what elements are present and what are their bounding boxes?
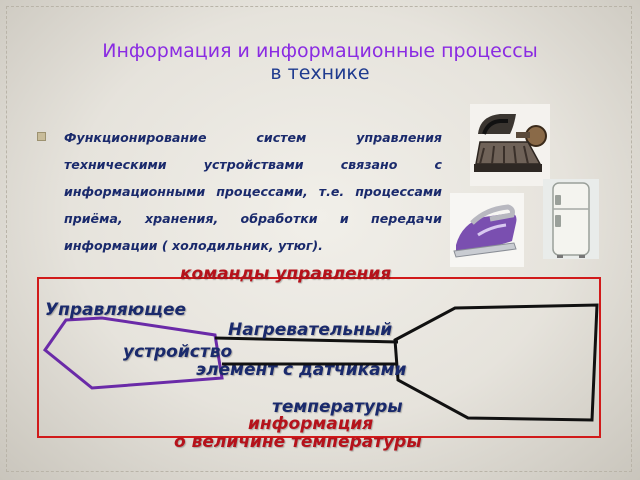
controller-label-line-1: Управляющее	[45, 300, 186, 320]
slide-title: Информация и информационные процессы в т…	[80, 40, 560, 84]
old-iron-icon	[470, 104, 550, 186]
heater-label-line-2: элемент с датчиками	[196, 360, 407, 380]
info-label-line-2: о величине температуры	[174, 432, 422, 452]
diagram-frame	[37, 277, 601, 438]
controller-label-line-2: устройство	[123, 342, 233, 362]
title-line-1: Информация и информационные процессы	[102, 40, 538, 62]
commands-label: команды управления	[180, 264, 392, 284]
refrigerator-icon	[543, 179, 599, 259]
controller-shape	[42, 316, 224, 390]
heater-label-line-1: Нагревательный	[228, 320, 393, 340]
heater-shape	[393, 303, 599, 422]
slide-border	[6, 6, 632, 472]
commands-connector	[214, 336, 399, 344]
steam-iron-icon	[450, 193, 524, 267]
heater-label-line-3: температуры	[272, 397, 403, 417]
bullet-icon	[37, 132, 46, 141]
body-paragraph: Функционирование систем управления техни…	[64, 130, 442, 253]
title-line-2: в технике	[270, 62, 370, 84]
info-label-line-1: информация	[248, 414, 374, 434]
